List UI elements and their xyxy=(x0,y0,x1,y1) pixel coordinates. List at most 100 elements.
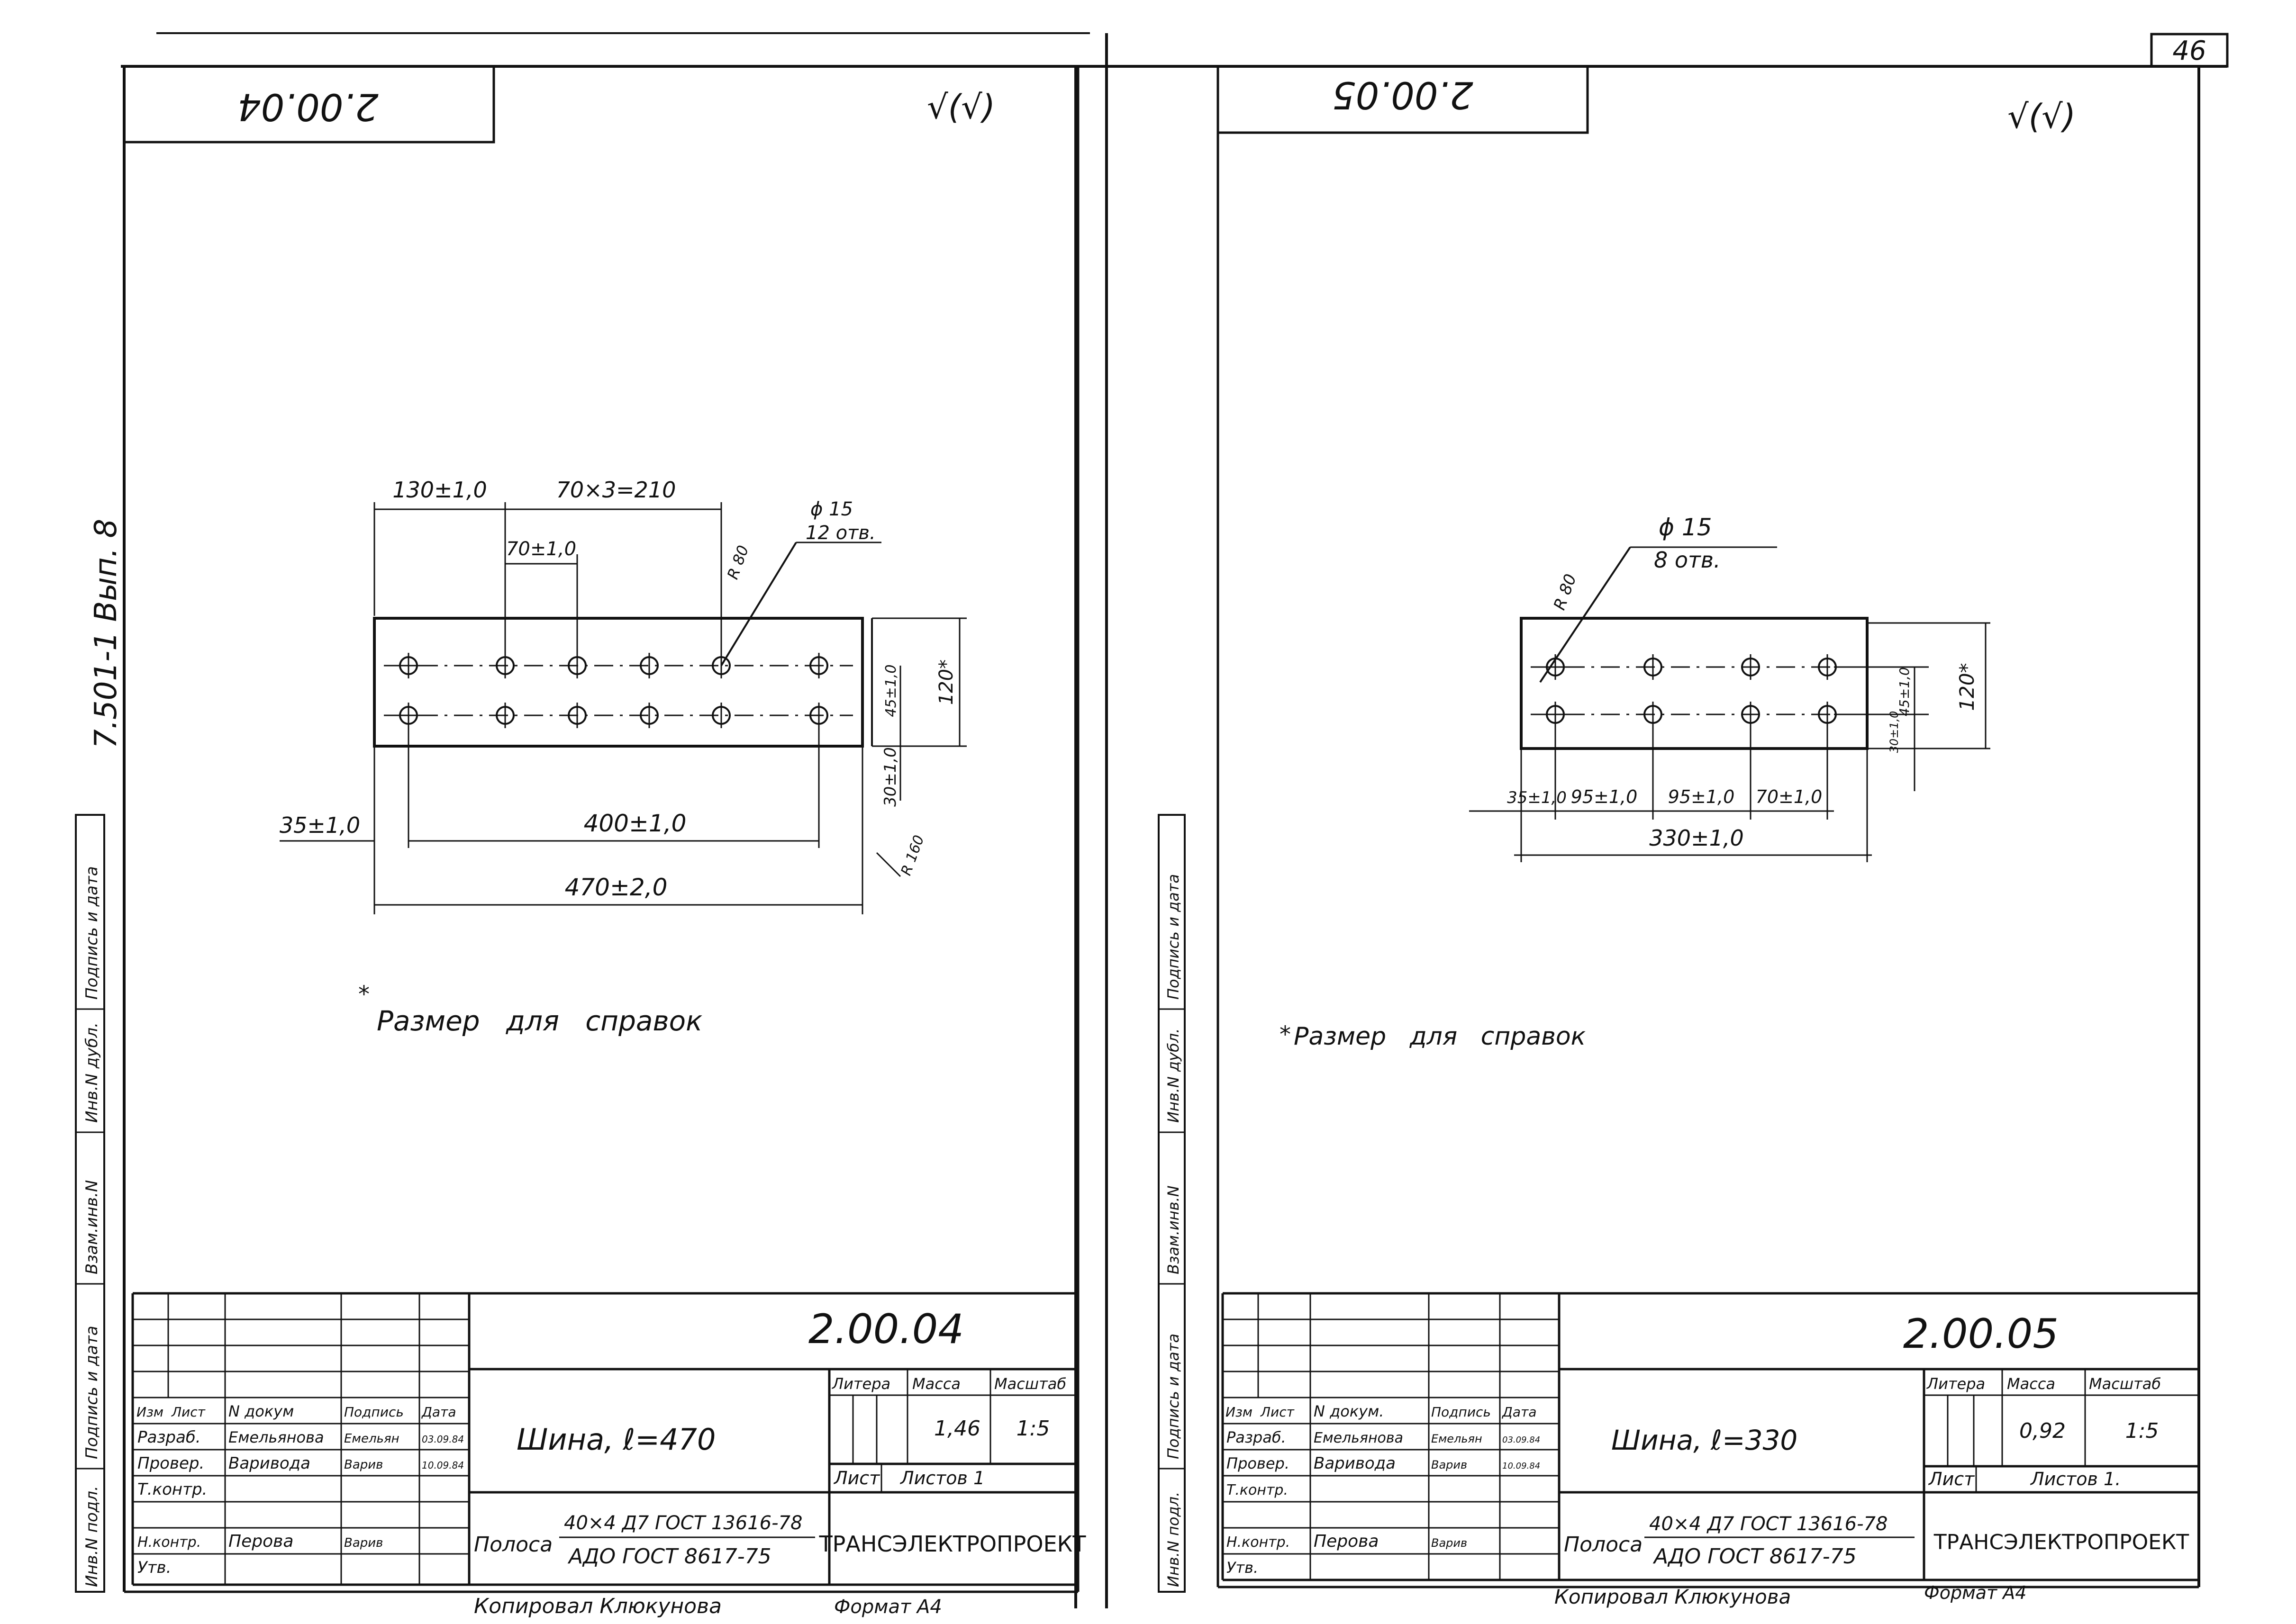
header-izm: Изм xyxy=(136,1404,163,1420)
hole-diameter: ϕ 15 xyxy=(1659,514,1712,541)
row-name: Емельянова xyxy=(1314,1430,1403,1446)
reference-note: Размер для справок xyxy=(377,1005,702,1037)
row-role: Т.контр. xyxy=(1226,1482,1288,1498)
side-stamp-label: Подпись и дата xyxy=(1164,874,1182,1000)
row-sign: Варив xyxy=(1431,1458,1467,1471)
row-role: Утв. xyxy=(137,1558,171,1577)
dim-30: 30±1,0 xyxy=(1888,711,1901,753)
row-sign: Емельян xyxy=(344,1432,399,1446)
row-date: 03.09.84 xyxy=(1502,1435,1540,1445)
material-prefix: Полоса xyxy=(474,1533,553,1557)
copied-by: Копировал Клюкунова xyxy=(474,1594,722,1618)
radius-label: R 160 xyxy=(898,833,928,877)
hole-diameter: ϕ 15 xyxy=(810,498,853,520)
hole-count: 12 отв. xyxy=(806,522,876,544)
side-stamp-label: Инв.N подл. xyxy=(1164,1492,1182,1587)
dim-45: 45±1,0 xyxy=(1897,667,1912,716)
top-code: 2.00.05 xyxy=(1332,73,1473,116)
row-sign: Варив xyxy=(344,1536,383,1550)
dim-470: 470±2,0 xyxy=(565,874,668,901)
top-code: 2.00.04 xyxy=(237,85,379,128)
header-date: Дата xyxy=(1501,1404,1537,1420)
dim-95a: 95±1,0 xyxy=(1571,786,1638,807)
scale-label: Масштаб xyxy=(994,1375,1066,1393)
dim-400: 400±1,0 xyxy=(584,810,687,837)
company-name: ТРАНСЭЛЕКТРОПРОЕКТ xyxy=(1933,1530,2189,1554)
row-sign: Емельян xyxy=(1431,1432,1482,1445)
header-list: Лист xyxy=(1260,1404,1295,1420)
scale-value: 1:5 xyxy=(2125,1419,2159,1443)
row-role: Провер. xyxy=(1226,1454,1289,1472)
dim-120: 120* xyxy=(935,659,957,705)
top-code-box xyxy=(1216,65,1589,134)
row-role: Н.контр. xyxy=(1226,1534,1290,1551)
material-prefix: Полоса xyxy=(1564,1533,1643,1557)
reference-note: Размер для справок xyxy=(1294,1022,1586,1051)
sheet-2-00-04: 2.00.04 √(√) xyxy=(123,65,1087,1618)
sheet-label: Лист xyxy=(1928,1469,1975,1489)
scale-label: Масштаб xyxy=(2089,1375,2161,1393)
dim-120: 120* xyxy=(1955,663,1978,711)
bar-outline xyxy=(1520,617,1869,750)
row-date: 10.09.84 xyxy=(422,1460,464,1471)
dim-35: 35±1,0 xyxy=(1507,788,1567,807)
material-top: 40×4 Д7 ГОСТ 13616-78 xyxy=(1649,1513,1888,1535)
series-code: 7.501-1 Вып. 8 xyxy=(89,519,124,749)
title-code: 2.00.05 xyxy=(1903,1310,2059,1358)
dim-45: 45±1,0 xyxy=(883,664,899,717)
part-name: Шина, ℓ=330 xyxy=(1611,1424,1797,1456)
header-izm: Изм xyxy=(1225,1404,1252,1420)
row-name: Перова xyxy=(228,1532,293,1551)
row-date: 03.09.84 xyxy=(422,1434,464,1445)
row-role: Разраб. xyxy=(1226,1428,1286,1446)
row-sign: Варив xyxy=(344,1458,383,1472)
header-date: Дата xyxy=(421,1404,456,1420)
material-top: 40×4 Д7 ГОСТ 13616-78 xyxy=(564,1512,802,1534)
note-star: * xyxy=(1280,1021,1291,1048)
dim-35: 35±1,0 xyxy=(280,812,360,838)
dim-70x3: 70×3=210 xyxy=(556,477,676,503)
header-list: Лист xyxy=(171,1404,206,1420)
material-bottom: АДО ГОСТ 8617-75 xyxy=(567,1544,771,1569)
top-code-box xyxy=(123,65,495,144)
mass-label: Масса xyxy=(2007,1375,2055,1393)
mass-value: 0,92 xyxy=(2019,1419,2066,1443)
page-number: 46 xyxy=(2172,36,2206,66)
row-role: Провер. xyxy=(137,1454,204,1473)
row-role: Н.контр. xyxy=(137,1534,201,1551)
side-stamp-label: Взам.инв.N xyxy=(1164,1185,1182,1274)
page-number-box xyxy=(2150,33,2229,68)
row-name: Варивода xyxy=(1314,1454,1396,1473)
header-doc: N докум. xyxy=(1314,1402,1384,1420)
note-star: * xyxy=(358,981,370,1008)
copied-by: Копировал Клюкунова xyxy=(1554,1585,1791,1608)
mass-label: Масса xyxy=(912,1375,961,1393)
title-code: 2.00.04 xyxy=(808,1306,964,1353)
dim-130: 130±1,0 xyxy=(392,477,487,503)
part-name: Шина, ℓ=470 xyxy=(517,1422,716,1457)
roughness-mark: √(√) xyxy=(2007,97,2076,136)
format-label: Формат А4 xyxy=(1924,1582,2026,1603)
row-name: Емельянова xyxy=(228,1428,324,1446)
dim-30: 30±1,0 xyxy=(881,747,900,807)
dim-70: 70±1,0 xyxy=(506,538,576,560)
hole-count: 8 отв. xyxy=(1654,547,1721,573)
side-stamp-label: Подпись и дата xyxy=(82,1326,101,1459)
sheets-label: Листов 1. xyxy=(2030,1469,2121,1489)
header-doc: N докум xyxy=(228,1402,294,1420)
side-stamp-left: Инв.N подл. Подпись и дата Взам.инв.N Ин… xyxy=(75,814,105,1593)
sheets-label: Листов 1 xyxy=(899,1468,985,1489)
row-name: Варивода xyxy=(228,1454,310,1473)
row-role: Утв. xyxy=(1226,1559,1258,1577)
mass-value: 1,46 xyxy=(934,1416,980,1441)
company-name: ТРАНСЭЛЕКТРОПРОЕКТ xyxy=(819,1531,1087,1557)
radius-label: R 80 xyxy=(1550,571,1580,613)
row-role: Разраб. xyxy=(137,1428,201,1447)
header-sign: Подпись xyxy=(1431,1404,1491,1420)
dim-70: 70±1,0 xyxy=(1756,786,1823,807)
series-code-vertical: 7.501-1 Вып. 8 xyxy=(89,519,124,749)
roughness-mark: √(√) xyxy=(927,88,995,126)
side-stamp-label: Взам.инв.N xyxy=(82,1180,101,1274)
side-stamp-middle: Инв.N подл. Подпись и дата Взам.инв.N Ин… xyxy=(1158,814,1186,1593)
